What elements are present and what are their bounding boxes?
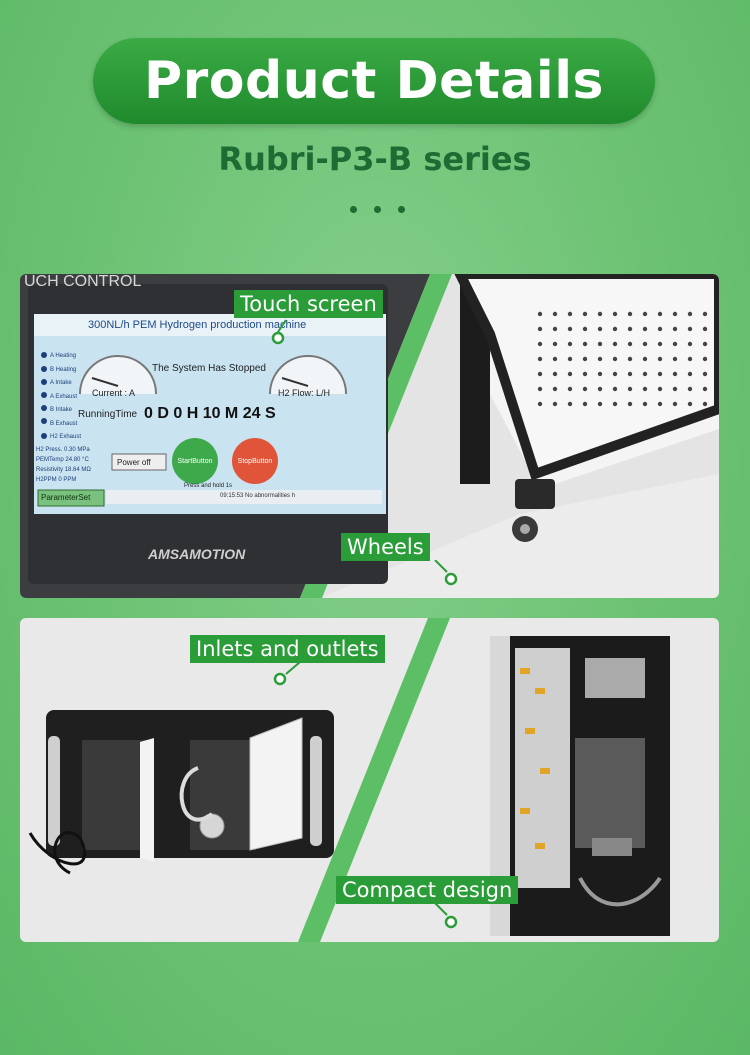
hmi-title: 300NL/h PEM Hydrogen production machine [88, 319, 307, 331]
callout-wheels: Wheels [341, 533, 430, 561]
hmi-start-button[interactable]: StartButton [177, 458, 213, 465]
hmi-alarm-text: 09:15:53 No abnormalities h [220, 493, 296, 499]
hmi-power-off-button[interactable]: Power off [117, 458, 151, 467]
series-subtitle: Rubri-P3-B series [218, 140, 532, 178]
hmi-running-time-label: RunningTime [78, 409, 138, 420]
hmi-brand-bottom: AMSAMOTION [148, 546, 246, 562]
hmi-brand-top: UCH CONTROL [24, 274, 142, 290]
leader-wheels [434, 560, 458, 586]
callout-inlets-outlets: Inlets and outlets [190, 635, 385, 663]
hmi-readings: H2 Press. 0.30 MPa PEMTemp 24.80 °C Resi… [36, 447, 91, 483]
hmi-running-time: 0 D 0 H 10 M 24 S [144, 405, 276, 422]
hmi-flow-label: H2 Flow: L/H [278, 388, 331, 398]
leader-touch-screen [271, 319, 287, 345]
title-pill: Product Details [93, 38, 655, 124]
hmi-current-label: Current : A [92, 388, 136, 398]
panel-screen-wheels-image [20, 274, 719, 598]
hmi-press-hold: Press and hold 1s [184, 483, 233, 489]
callout-touch-screen: Touch screen [234, 290, 383, 318]
hmi-status: The System Has Stopped [152, 363, 266, 374]
panel-screen-wheels: UCH CONTROL 300NL/h PEM Hydrogen product… [20, 274, 719, 598]
callout-compact-design: Compact design [336, 876, 519, 904]
leader-compact-design [434, 903, 458, 929]
leader-inlets-outlets [273, 662, 301, 686]
hmi-stop-button[interactable]: StopButton [237, 458, 273, 465]
hmi-parameter-set-button[interactable]: ParameterSet [41, 493, 91, 502]
dots-divider [350, 206, 410, 214]
page-title: Product Details [144, 51, 604, 111]
